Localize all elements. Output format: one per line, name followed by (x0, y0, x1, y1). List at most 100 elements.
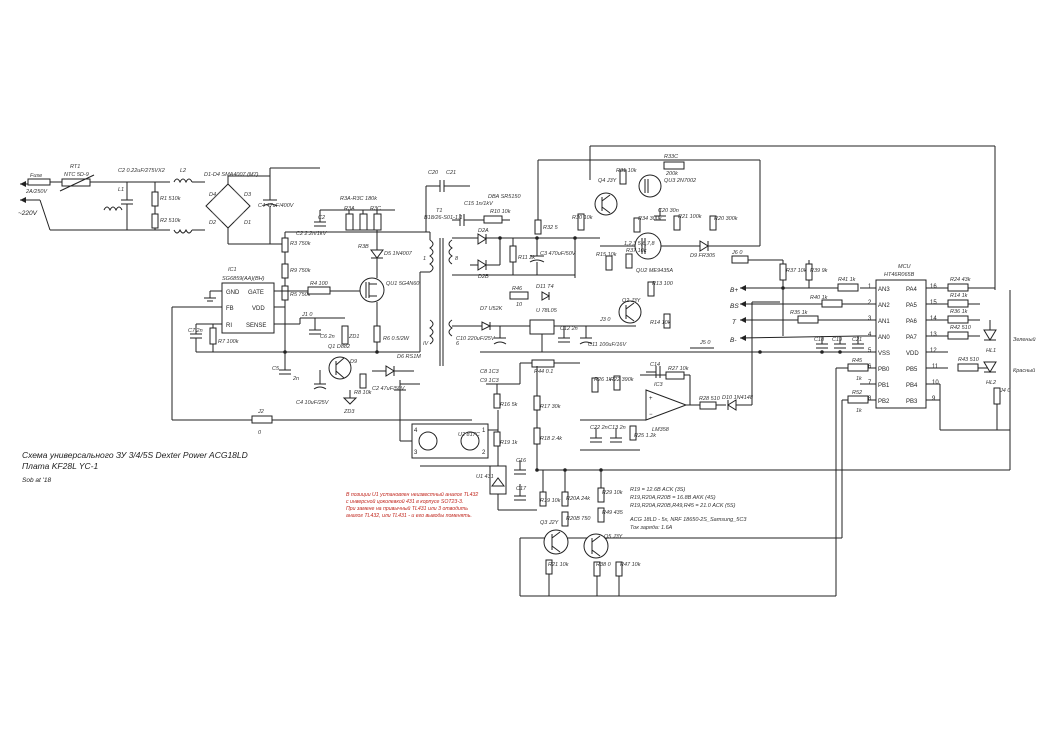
svg-text:R6 0.5/2W: R6 0.5/2W (383, 336, 410, 342)
svg-text:C15 1n/1kV: C15 1n/1kV (464, 201, 494, 207)
svg-text:C21: C21 (852, 337, 862, 343)
svg-text:5: 5 (868, 348, 872, 354)
svg-text:4: 4 (868, 332, 872, 338)
svg-text:C4 10uF/25V: C4 10uF/25V (296, 400, 330, 406)
svg-text:PB4: PB4 (906, 383, 918, 389)
svg-text:R3 750k: R3 750k (290, 241, 311, 247)
svg-text:PB0: PB0 (878, 367, 890, 373)
svg-text:D9: D9 (350, 359, 357, 365)
svg-text:R39 9k: R39 9k (810, 268, 828, 274)
svg-text:C5: C5 (272, 366, 280, 372)
svg-text:D10 1N4148: D10 1N4148 (722, 395, 754, 401)
svg-text:HT46R065B: HT46R065B (884, 272, 915, 278)
svg-text:6: 6 (456, 341, 460, 347)
svg-text:R3A-R3C 180k: R3A-R3C 180k (340, 196, 377, 202)
svg-text:3: 3 (868, 316, 872, 322)
svg-text:R2 510k: R2 510k (160, 218, 181, 224)
variant-notes: R19 = 12.6B ACK (3S) R19,R20A,R20B = 16.… (629, 487, 747, 531)
svg-text:R9 750k: R9 750k (290, 268, 311, 274)
svg-text:RT1: RT1 (70, 164, 80, 170)
svg-text:15: 15 (930, 300, 937, 306)
mcu-left-pins: AN3 AN2 AN1 AN0 VSS PB0 PB1 PB2 1 2 3 4 … (868, 284, 890, 405)
svg-text:B-: B- (730, 337, 737, 344)
svg-text:R34 300k: R34 300k (638, 216, 662, 222)
svg-text:J1 0: J1 0 (301, 312, 313, 318)
svg-text:Q2 J3Y: Q2 J3Y (622, 298, 641, 304)
svg-text:PA7: PA7 (906, 335, 918, 341)
svg-text:R35 1k: R35 1k (790, 310, 808, 316)
svg-text:R14 1k: R14 1k (950, 293, 968, 299)
mosfet-qu1: QU1 5G4N60 (359, 272, 420, 326)
svg-text:QU2 ME9435A: QU2 ME9435A (636, 268, 673, 274)
svg-text:IV: IV (423, 341, 430, 347)
svg-text:8: 8 (868, 396, 872, 402)
svg-text:C13 2n: C13 2n (608, 425, 626, 431)
svg-text:2: 2 (868, 300, 872, 306)
svg-text:R11 2k: R11 2k (518, 255, 535, 261)
mcu-block: MCU HT46R065B (875, 264, 927, 409)
svg-text:При замене на привычный TL431: При замене на привычный TL431 или 3 отво… (346, 505, 468, 512)
svg-text:Зеленый: Зеленый (1013, 336, 1036, 343)
svg-text:11: 11 (932, 364, 939, 370)
svg-text:D3: D3 (244, 192, 252, 198)
svg-text:R5 750k: R5 750k (290, 292, 311, 298)
svg-text:2: 2 (482, 450, 486, 456)
svg-text:C2 47uF/50V: C2 47uF/50V (372, 386, 406, 392)
transistor-q5: Q5 J3Y (583, 533, 623, 559)
svg-text:GND: GND (226, 290, 240, 296)
svg-text:AN2: AN2 (878, 303, 890, 309)
svg-text:L1: L1 (118, 187, 124, 193)
svg-text:10: 10 (516, 302, 523, 308)
svg-text:R1 510k: R1 510k (160, 196, 181, 202)
svg-text:QU3 2N7002: QU3 2N7002 (664, 178, 696, 184)
svg-text:VDD: VDD (906, 351, 919, 357)
svg-text:R38 0: R38 0 (596, 562, 612, 568)
svg-text:9: 9 (932, 396, 936, 402)
ntc-thermistor (61, 178, 91, 187)
svg-text:R43 510: R43 510 (958, 357, 980, 363)
svg-text:SENSE: SENSE (246, 323, 266, 329)
svg-text:4: 4 (414, 428, 418, 434)
svg-text:R52: R52 (852, 390, 862, 396)
svg-text:C3 470uF/50V: C3 470uF/50V (540, 251, 577, 257)
svg-text:AN0: AN0 (878, 335, 890, 341)
resistor-r1 (151, 191, 159, 207)
svg-text:2A/250V: 2A/250V (25, 189, 48, 195)
svg-text:J3 0: J3 0 (599, 317, 611, 323)
svg-text:PB1: PB1 (878, 383, 890, 389)
svg-text:J2: J2 (257, 409, 264, 415)
svg-text:MCU: MCU (898, 264, 911, 270)
svg-text:R19,R20A,R20B,R49,R45 = 21.0 A: R19,R20A,R20B,R49,R45 = 21.0 ACK (5S) (630, 503, 736, 509)
red-warning-note: В позиции U1 установлен неизвестный анал… (346, 491, 478, 519)
svg-text:DBA SR5150: DBA SR5150 (488, 194, 521, 200)
svg-text:R3B: R3B (358, 244, 369, 250)
svg-text:12: 12 (930, 348, 937, 354)
ic1-controller: IC1 SG6859(AA)(BH) GND GATE FB VDD RI SE… (172, 267, 308, 334)
svg-text:C20: C20 (428, 170, 439, 176)
svg-text:+: + (649, 396, 653, 402)
svg-text:R21 10k: R21 10k (548, 562, 569, 568)
svg-text:U2 817C: U2 817C (458, 432, 480, 438)
svg-text:GATE: GATE (248, 290, 264, 296)
svg-text:1: 1 (868, 284, 872, 290)
svg-text:U1 431: U1 431 (476, 474, 494, 480)
transistor-q3: Q3 J2Y (540, 520, 569, 555)
svg-text:7: 7 (868, 380, 872, 386)
svg-text:D2: D2 (209, 220, 216, 226)
svg-text:R32 5: R32 5 (543, 225, 559, 231)
svg-text:R40 1k: R40 1k (810, 295, 828, 301)
transistor-q1: Q1 D882 (328, 344, 352, 380)
svg-text:R19 10k: R19 10k (540, 498, 561, 504)
svg-text:LM358: LM358 (652, 427, 670, 433)
svg-text:Q1 D882: Q1 D882 (328, 344, 350, 350)
svg-text:R36 1k: R36 1k (950, 309, 968, 315)
svg-text:Q4 J3Y: Q4 J3Y (598, 178, 617, 184)
svg-text:R19,R20A,R20B = 16.8B AKK (4S): R19,R20A,R20B = 16.8B AKK (4S) (630, 495, 716, 501)
svg-text:Ток заряда: 1.6A: Ток заряда: 1.6A (630, 525, 673, 531)
svg-text:C17: C17 (516, 486, 527, 492)
svg-text:D6 RS1M: D6 RS1M (397, 354, 421, 360)
svg-text:16: 16 (930, 284, 937, 290)
svg-text:аналог TL432, или TL431 - и ег: аналог TL432, или TL431 - и его выводы п… (346, 513, 472, 519)
